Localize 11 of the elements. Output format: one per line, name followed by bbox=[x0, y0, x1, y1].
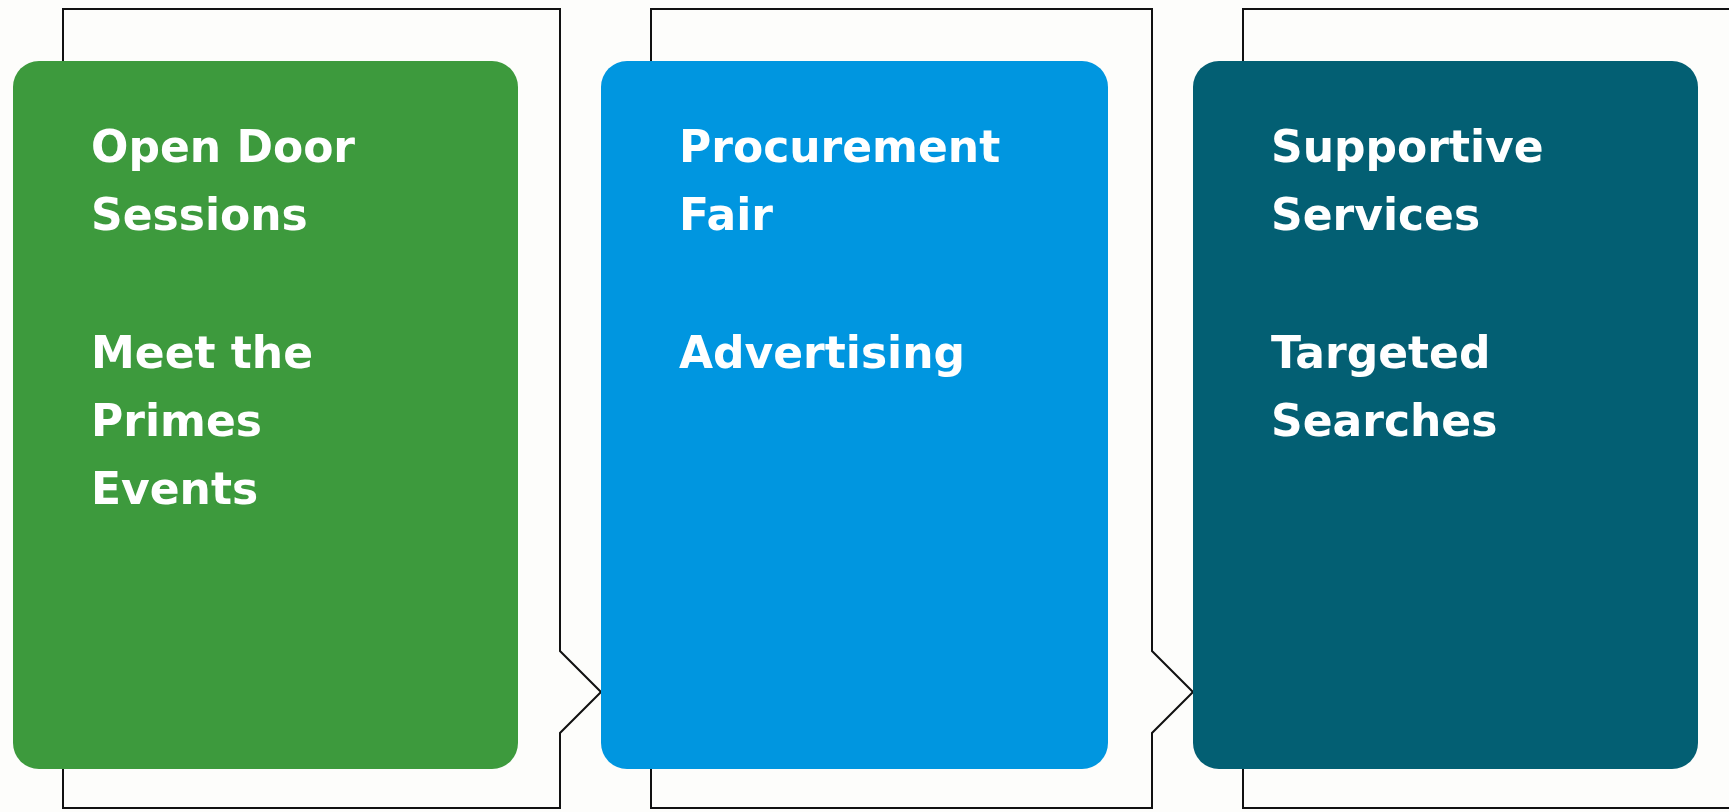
card-text: Targeted Searches bbox=[1271, 326, 1499, 448]
process-card bbox=[1193, 61, 1698, 769]
card-text: Supportive Services bbox=[1271, 120, 1545, 242]
card-text: Procurement Fair bbox=[679, 120, 1002, 242]
chevron-connector bbox=[62, 8, 602, 693]
card-text: Open Door Sessions bbox=[91, 120, 357, 242]
card-text: Meet the Primes Events bbox=[91, 326, 315, 516]
process-card bbox=[601, 61, 1108, 769]
card-text: Advertising bbox=[679, 326, 966, 380]
process-card bbox=[13, 61, 518, 769]
chevron-connector bbox=[650, 8, 1194, 693]
